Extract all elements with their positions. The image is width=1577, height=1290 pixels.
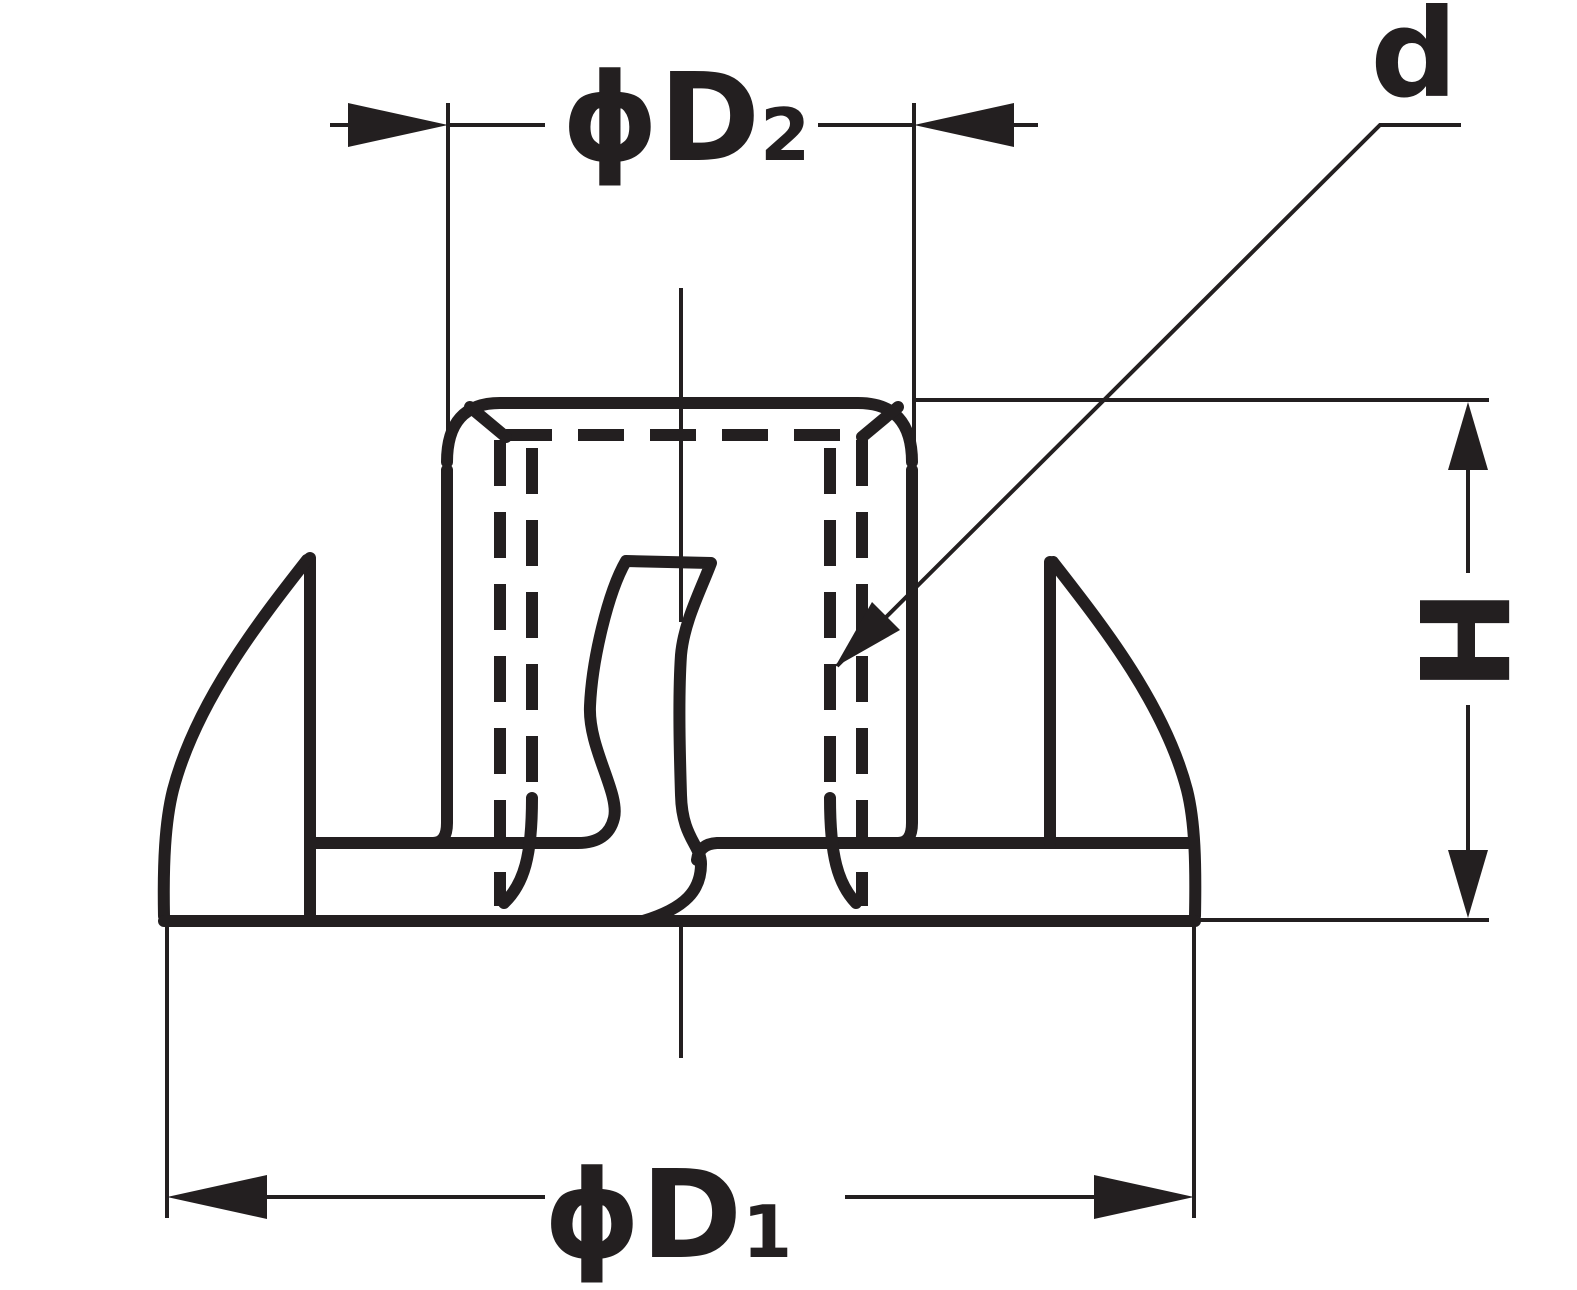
d1-arrowhead-left: [167, 1175, 267, 1219]
flange-top-right-line: [691, 837, 1194, 866]
h-arrowhead-top: [1448, 402, 1488, 470]
dimension-d1: ϕD1: [165, 926, 1196, 1286]
barrel-wall-right: [892, 464, 918, 849]
bore-flare-right: [824, 792, 862, 909]
hidden-thread-lines: [494, 429, 868, 906]
d2-arrowhead-left: [348, 103, 448, 147]
d-leader-line: [835, 123, 1461, 668]
left-prong-outer-curve: [157, 554, 313, 922]
d2-arrowhead-right: [914, 103, 1014, 147]
h-arrowhead-bottom: [1448, 850, 1488, 918]
barrel-wall-left: [427, 464, 453, 849]
dimension-d2: ϕD2: [330, 47, 1038, 458]
flange-top-left-and-pawl: [306, 555, 717, 927]
dimension-h: H: [915, 398, 1533, 922]
right-prong-outer-curve: [1047, 556, 1202, 922]
dim-label-h: H: [1391, 589, 1533, 691]
thread-chamfer-right: [856, 401, 904, 443]
thread-chamfer-left: [464, 401, 512, 443]
dim-label-d2: ϕD2: [562, 47, 811, 189]
d1-arrowhead-right: [1094, 1175, 1194, 1219]
dim-label-d1: ϕD1: [544, 1144, 793, 1286]
callout-label-d: d: [1370, 0, 1457, 125]
thread-callout-d: d: [835, 0, 1461, 668]
bore-flare-left: [498, 792, 538, 909]
d-leader-arrowhead: [835, 602, 900, 667]
